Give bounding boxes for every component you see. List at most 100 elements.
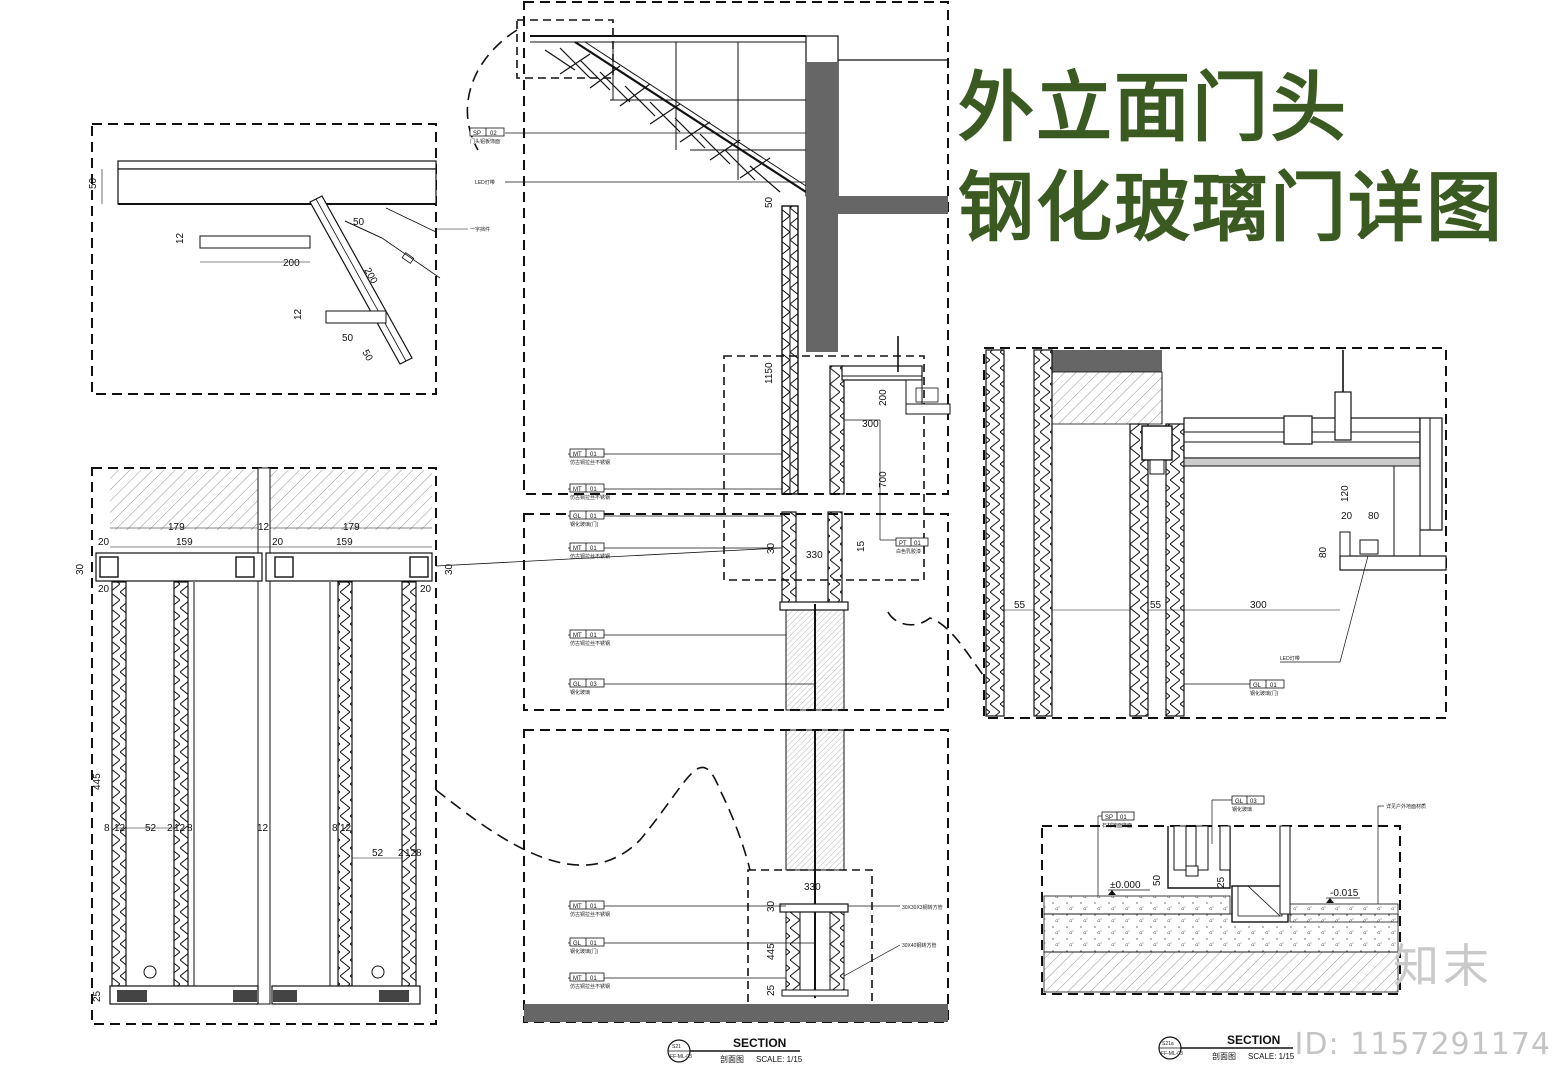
tag-1-note: 门头铝板饰面 [470, 138, 500, 145]
bl-dim-16: 2 [167, 823, 173, 834]
title-line-2: 钢化玻璃门详图 [958, 163, 1504, 252]
bl-dim-21: 12 [340, 823, 352, 834]
rd-tag-code: GL [1253, 683, 1262, 689]
ms-dim-6: 30 [766, 542, 777, 554]
watermark-id: ID: 1157291174 [1294, 1027, 1551, 1062]
tag-4-code: MT [573, 487, 582, 493]
tag-8-note: 钢化玻璃 [570, 689, 590, 696]
tag-7-num: 01 [590, 633, 597, 639]
bl-dim-18: 8 [187, 823, 193, 834]
sec-floor-callout-bottom: FF-ML-03 [1161, 1051, 1183, 1057]
ms-side-note-2: 30X40钢转方管 [902, 942, 936, 949]
tag-3-code: MT [573, 452, 582, 458]
tag-1-code: SP [473, 131, 481, 137]
fd-tag-2-code: GL [1235, 799, 1244, 805]
tag-6-note: 仿古铜拉丝不锈钢 [570, 553, 610, 560]
pt-tag-code: PT [899, 541, 907, 547]
bl-dim-9: 30 [444, 563, 455, 575]
sec-main-sub: 剖面图 [720, 1054, 744, 1064]
fd-tag-1-note: 石材地面饰面 [1102, 822, 1132, 829]
rd-dim-3: 80 [1368, 511, 1380, 522]
title-line-1: 外立面门头 [958, 63, 1348, 152]
ms-dim-3: 200 [878, 389, 889, 406]
bl-dim-7: 159 [336, 537, 353, 548]
rd-note: LED灯带 [1280, 655, 1300, 662]
detail-right: 120 20 80 80 55 55 300 LED灯带 GL 01 钢化玻璃(… [983, 347, 1447, 719]
sec-floor-scale: SCALE: 1/15 [1248, 1052, 1295, 1061]
bl-dim-2: 12 [258, 522, 270, 533]
tl-dim-5: 50 [342, 333, 354, 344]
tag-9-num: 01 [590, 904, 597, 910]
bl-dim-20: 8 [332, 823, 338, 834]
tag-9-code: MT [573, 904, 582, 910]
sec-main-callout-top: S21 [672, 1044, 681, 1050]
fd-tag-2-note: 钢化玻璃 [1232, 806, 1252, 813]
tag-10-num: 01 [590, 941, 597, 947]
rd-dim-2: 20 [1341, 511, 1353, 522]
fd-tag-1-num: 01 [1120, 815, 1127, 821]
section-label-main: S21 FF-ML-03 SECTION 剖面图 SCALE: 1/15 [667, 1036, 803, 1064]
fd-level-2: -0.015 [1330, 888, 1359, 899]
rd-dim-4: 80 [1318, 546, 1329, 558]
tag-9-note: 仿古铜拉丝不锈钢 [570, 911, 610, 918]
bl-dim-25: 8 [416, 848, 422, 859]
tag-6-code: MT [573, 546, 582, 552]
tl-dim-2: 12 [175, 232, 186, 244]
tl-note: 一字挡件 [470, 226, 490, 233]
ms-dim-2: 1150 [764, 362, 775, 384]
detail-bottom-left: 179 12 179 20 159 20 159 30 30 20 20 445… [75, 467, 781, 1025]
fd-level-1: ±0.000 [1110, 880, 1141, 891]
tag-7-code: MT [573, 633, 582, 639]
pt-tag-note: 白色乳胶漆 [896, 548, 921, 555]
tag-3-note: 仿古铜拉丝不锈钢 [570, 459, 610, 466]
detail-top-left: 50 12 200 12 50 50 200 50 一字挡件 [88, 123, 490, 395]
rd-dim-1: 120 [1340, 485, 1351, 502]
ms-dim-12: 25 [766, 984, 777, 996]
fd-dim-1: 50 [1152, 874, 1163, 886]
sec-main-heading: SECTION [733, 1036, 786, 1050]
rd-dim-7: 300 [1250, 600, 1267, 611]
section-label-floor: S21a FF-ML-03 SECTION 剖面图 SCALE: 1/15 [1158, 1033, 1295, 1061]
bl-dim-13: 8 [104, 823, 110, 834]
tag-2-note: LED灯带 [475, 179, 495, 186]
bl-dim-6: 20 [272, 537, 284, 548]
fd-tag-1-code: SP [1105, 815, 1113, 821]
tag-10-code: GL [573, 941, 582, 947]
bl-dim-14: 12 [114, 823, 126, 834]
ms-dim-9: 330 [804, 882, 821, 893]
tag-11-code: MT [573, 976, 582, 982]
tl-dim-8: 50 [359, 348, 374, 364]
rd-dim-5: 55 [1014, 600, 1026, 611]
main-section: SP 02 门头铝板饰面 LED灯带 MT 01 仿古铜拉丝不锈钢 MT 01 … [469, 1, 951, 1023]
tag-5-num: 01 [590, 514, 597, 520]
tl-dim-6: 50 [353, 217, 365, 228]
tag-7-note: 仿古铜拉丝不锈钢 [570, 640, 610, 647]
bl-dim-15: 52 [145, 823, 157, 834]
bl-dim-26: 25 [92, 990, 103, 1002]
bl-dim-11: 20 [420, 584, 432, 595]
sec-floor-callout-top: S21a [1162, 1041, 1174, 1047]
tag-3-num: 01 [590, 452, 597, 458]
tag-11-note: 仿古铜拉丝不锈钢 [570, 983, 610, 990]
tag-4-num: 01 [590, 487, 597, 493]
fd-dim-2: 25 [1216, 876, 1227, 888]
bl-dim-17: 12 [174, 823, 186, 834]
pt-tag-num: 01 [914, 541, 921, 547]
tag-1-num: 02 [490, 131, 497, 137]
tag-8-code: GL [573, 682, 582, 688]
rd-dim-6: 55 [1150, 600, 1162, 611]
ms-dim-10: 30 [766, 900, 777, 912]
tl-dim-3: 200 [283, 258, 300, 269]
rd-tag-note: 钢化玻璃(门) [1250, 690, 1279, 697]
tag-10-note: 钢化玻璃(门) [570, 948, 599, 955]
tag-11-num: 01 [590, 976, 597, 982]
ms-side-note-1: 30X30X3钢转方管 [902, 904, 943, 911]
fd-note: 详见户外地面材质 [1386, 803, 1426, 810]
tl-dim-1: 50 [88, 177, 99, 189]
bl-dim-23: 2 [398, 848, 404, 859]
ms-dim-1: 50 [764, 196, 775, 208]
tag-4-note: 仿古铜拉丝不锈钢 [570, 494, 610, 501]
tag-5-code: GL [573, 514, 582, 520]
bl-dim-12: 445 [92, 773, 103, 790]
